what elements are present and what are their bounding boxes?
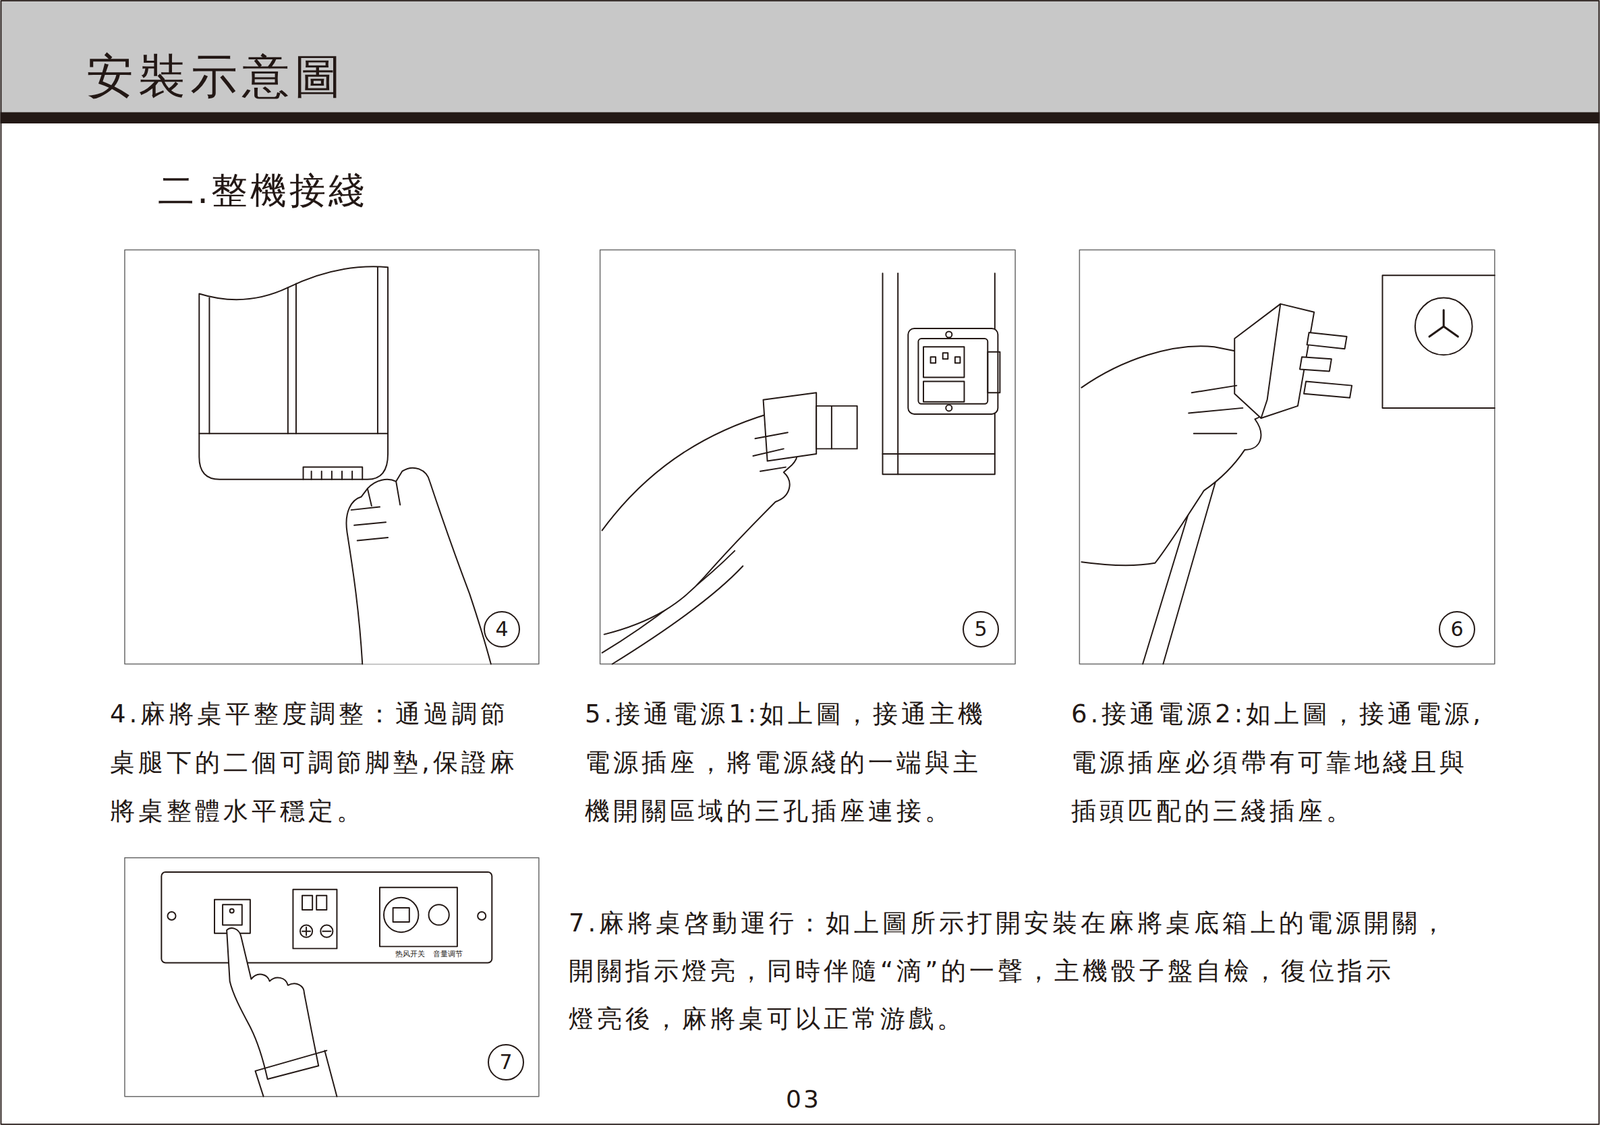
section-heading: 二.整機接綫 [157,168,368,214]
callout-circle: 6 [1438,611,1476,648]
pointing-hand [226,928,337,1097]
plug-hand [1081,304,1352,665]
hand [346,468,492,665]
callout-number: 4 [495,619,508,640]
control-panel [161,872,492,964]
step-text: 4.麻將桌平整度調整：通過調節 桌腿下的二個可調節脚墊,保證麻 將桌整體水平穩定… [109,690,519,836]
page-title: 安裝示意圖 [86,49,347,104]
header-bar [0,0,1600,112]
power-socket [882,273,1000,475]
callout-circle: 7 [487,1044,525,1081]
callout-number: 5 [974,619,987,640]
callout-circle: 5 [962,611,999,648]
step-text: 7.麻將桌啓動運行：如上圖所示打開安裝在麻將桌底箱上的電源開關， 開關指示燈亮，… [568,899,1449,1043]
header-rule [0,111,1600,124]
callout-number: 7 [499,1052,512,1073]
callout-circle: 4 [483,611,521,648]
step-text: 6.接通電源2:如上圖，接通電源, 電源插座必須帶有可靠地綫且與 插頭匹配的三綫… [1071,690,1484,836]
plug-hand [602,392,858,664]
panel-label: 音量调节 [433,949,463,959]
wall-socket [1382,275,1495,409]
callout-number: 6 [1450,619,1464,640]
step-text: 5.接通電源1:如上圖，接通主機 電源插座，將電源綫的一端與主 機開關區域的三孔… [584,690,987,836]
page-number: 03 [785,1084,821,1115]
panel-label: 热风开关 [395,949,425,959]
table-leg [198,266,388,479]
panel-frames [124,249,1495,1097]
